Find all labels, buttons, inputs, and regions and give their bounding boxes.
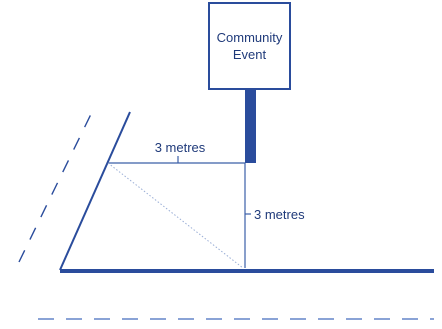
vertical-measure-label: 3 metres — [254, 207, 305, 222]
dashed-boundary-diagonal — [18, 111, 93, 263]
sight-line — [107, 162, 244, 269]
corner-diagonal-line — [59, 111, 131, 271]
sign-board — [208, 2, 291, 90]
sign-text-line-1: Community — [217, 30, 283, 45]
sign-post — [245, 89, 256, 163]
horizontal-measure-label: 3 metres — [155, 140, 206, 155]
sign-text-line-2: Event — [233, 47, 267, 62]
